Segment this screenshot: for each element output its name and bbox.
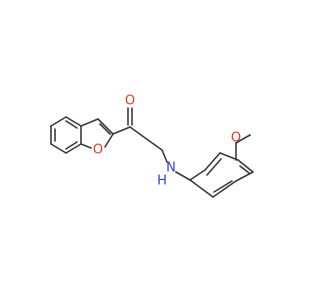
- amine-bond: [175, 171, 191, 181]
- methoxyphenyl-ring: [189, 152, 254, 198]
- furan-oxygen-label: O: [93, 143, 103, 158]
- propanone-chain: [112, 107, 168, 163]
- amine-hydrogen-label: H: [157, 174, 167, 189]
- structure-diagram: O O N H O: [50, 94, 254, 198]
- benzene-ring: [50, 116, 82, 154]
- methoxy-oxygen-label: O: [231, 131, 241, 146]
- amine-nitrogen-label: N: [166, 161, 176, 176]
- molecule-canvas: O O N H O: [50, 94, 254, 198]
- furan-ring: [80, 118, 114, 149]
- methoxy-group: [235, 134, 251, 161]
- ketone-oxygen-label: O: [125, 94, 135, 109]
